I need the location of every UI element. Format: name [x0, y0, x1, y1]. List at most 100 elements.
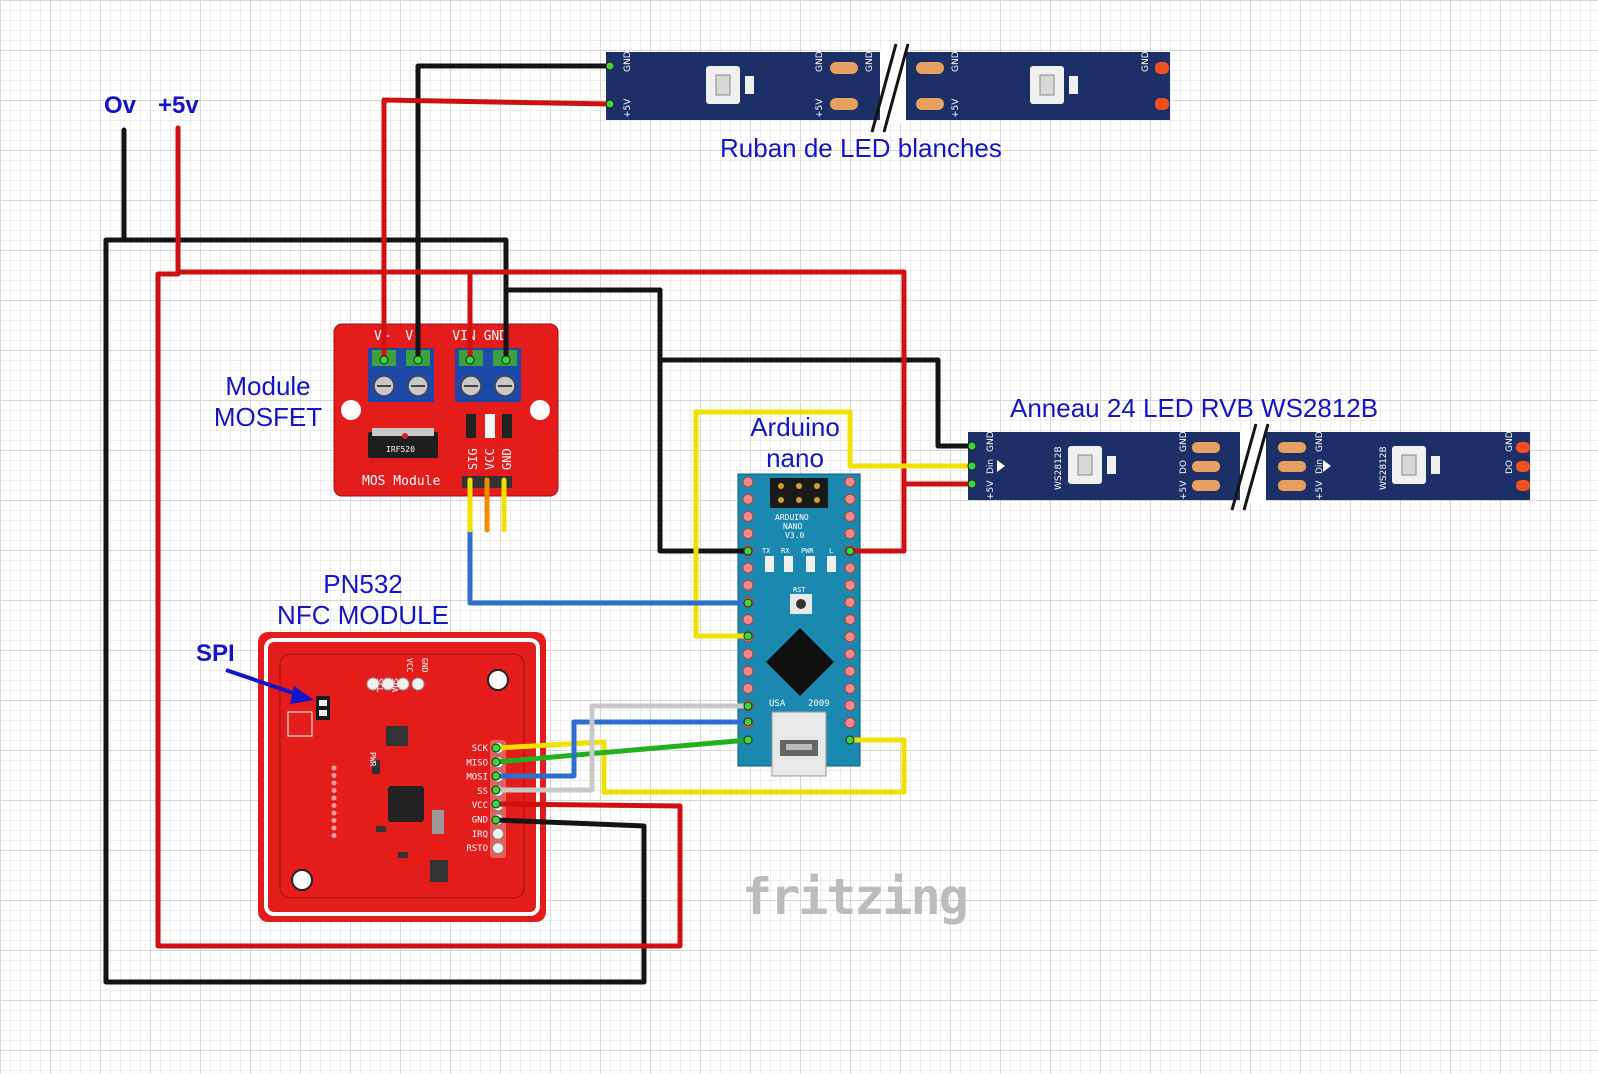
white-strip-gnd-pad-3: GND	[865, 51, 875, 72]
nano-pin-right	[844, 717, 856, 729]
wire-nfc-miso	[493, 737, 751, 765]
nano-rst-label: RST	[793, 586, 806, 594]
nano-board-text-2: NANO	[783, 522, 802, 531]
nfc-pin-label: SS	[477, 787, 488, 797]
ring-vcc-pad-2: +5V	[1179, 480, 1189, 500]
nfc-i2c-label-gnd: GND	[420, 658, 429, 673]
mosfet-label: Module MOSFET	[206, 371, 330, 433]
mosfet-label-line1: Module	[225, 371, 311, 401]
nano-pin-right	[844, 579, 856, 591]
vcc-rail-label: +5v	[158, 92, 199, 119]
white-strip-gnd-pad-5: GND	[1141, 51, 1151, 72]
wire-endpoint	[743, 598, 753, 608]
wire-endpoint	[845, 735, 855, 745]
white-strip-label: Ruban de LED blanches	[720, 133, 1002, 163]
wire-nfc-sck	[493, 737, 907, 795]
nfc-pin-label: VCC	[472, 801, 488, 811]
wire-mosfet-sig	[467, 527, 751, 606]
nfc-label-line1: PN532	[323, 569, 403, 599]
nfc-pin	[492, 827, 504, 840]
wire-endpoint	[413, 355, 423, 365]
nano-pin-left	[742, 682, 754, 694]
nfc-i2c-label-sda: SDA	[390, 678, 399, 693]
wire-endpoint	[491, 771, 501, 781]
nfc-label: PN532 NFC MODULE	[268, 569, 458, 631]
mosfet-pin-vcc: VCC	[483, 448, 497, 470]
nano-pin-left	[742, 493, 754, 505]
wire-vcc-to-ring	[467, 269, 975, 487]
wire-endpoint	[845, 546, 855, 556]
mosfet-label-line2: MOSFET	[213, 402, 323, 432]
ring-do-pad-2: DO	[1179, 460, 1189, 474]
nfc-pin-label: GND	[472, 816, 488, 826]
nano-board-text-3: V3.0	[785, 531, 804, 540]
nano-led-pwr: PWR	[801, 547, 814, 555]
nano-pin-left	[742, 614, 754, 626]
ring-gnd-pad-4: GND	[1505, 431, 1515, 452]
spi-arrow	[225, 668, 314, 704]
wire-endpoint	[605, 61, 615, 71]
nfc-dot	[331, 780, 337, 786]
nfc-dot	[331, 833, 337, 838]
nfc-dot	[331, 773, 337, 778]
nfc-dot	[331, 803, 337, 808]
fritzing-watermark: fritzing	[742, 868, 969, 926]
mosfet-pin-gnd: GND	[500, 448, 514, 470]
wire-gnd-to-nano	[503, 287, 751, 554]
wire-gnd-to-ring	[657, 357, 975, 449]
nfc-pwr-label: PWR	[368, 752, 377, 767]
wire-vplus-strip	[381, 97, 613, 363]
white-strip-gnd-pad-2: GND	[815, 51, 825, 72]
nfc-i2c-label-scl: SCL	[375, 678, 384, 693]
nano-pin-right	[844, 700, 856, 712]
ring-vcc-pad-3: +5V	[1315, 480, 1325, 500]
white-strip-gnd-pad: GND	[623, 51, 633, 72]
white-strip-vcc-pad-2: +5V	[815, 98, 825, 118]
nano-pin-left	[742, 579, 754, 591]
wire-endpoint	[465, 355, 475, 365]
nano-pin-left	[742, 562, 754, 574]
nfc-dot	[331, 765, 337, 771]
nano-pin-right	[844, 476, 856, 488]
wire-endpoint	[491, 785, 501, 795]
mosfet-board-text: MOS Module	[362, 474, 440, 489]
wire-endpoint	[491, 757, 501, 767]
nano-pin-right	[844, 665, 856, 677]
rgb-led-ring: GND Din +5V WS2812B GND DO +5V GND Din +…	[968, 423, 1530, 511]
wire-endpoint	[743, 546, 753, 556]
white-strip-gnd-pad-4: GND	[951, 51, 961, 72]
nfc-i2c-label-vcc: VCC	[405, 658, 414, 673]
nano-led-rx: RX	[781, 547, 790, 555]
arduino-label-line1: Arduino	[750, 412, 840, 442]
mosfet-module: V+ V- VIN GND IRF520 SIG VCC GND MOS Mod…	[333, 323, 559, 497]
ring-gnd-pad-3: GND	[1315, 431, 1325, 452]
nfc-dot	[331, 810, 337, 816]
wire-endpoint	[491, 815, 501, 825]
mosfet-terminal-labels: V+ V- VIN GND	[374, 329, 507, 344]
nano-pin-left	[742, 528, 754, 540]
ring-label: Anneau 24 LED RVB WS2812B	[1010, 393, 1379, 423]
nfc-pin-label: MISO	[466, 758, 488, 768]
wire-endpoint	[743, 631, 753, 641]
nano-pin-left	[742, 476, 754, 488]
wire-vcc-to-nano	[847, 481, 907, 554]
nfc-label-line2: NFC MODULE	[277, 600, 449, 630]
wire-gnd-strip	[415, 63, 613, 363]
nano-pin-right	[844, 510, 856, 522]
nano-pin-right	[844, 631, 856, 643]
wire-endpoint	[743, 701, 753, 711]
nano-pin-right	[844, 648, 856, 660]
wire-endpoint	[967, 441, 977, 451]
ring-chip-label: WS2812B	[1054, 446, 1064, 490]
wire-endpoint	[743, 717, 753, 727]
nano-pin-right	[844, 596, 856, 608]
wire-endpoint	[491, 743, 501, 753]
wire-nfc-ss	[493, 703, 751, 793]
ring-gnd-pad: GND	[986, 431, 996, 452]
nano-led-tx: TX	[762, 547, 771, 555]
wire-endpoint	[379, 355, 389, 365]
ring-vcc-pad: +5V	[986, 480, 996, 500]
ring-din-pad-3: Din	[1315, 459, 1325, 474]
ring-chip-label-2: WS2812B	[1379, 446, 1389, 490]
ring-gnd-pad-2: GND	[1179, 431, 1189, 452]
